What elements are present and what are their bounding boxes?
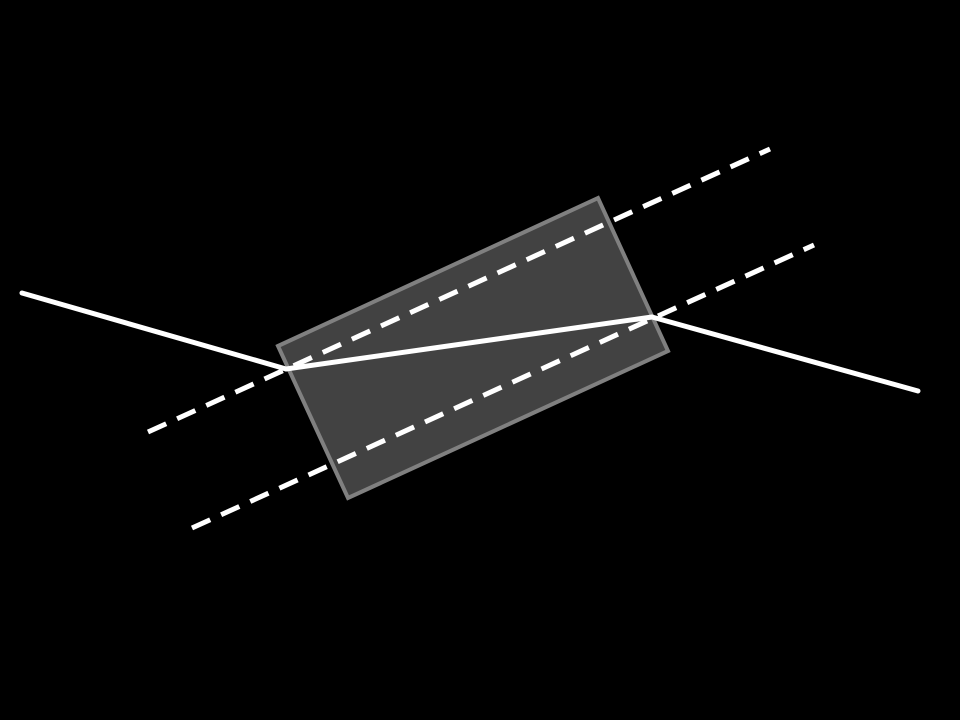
normal-line-upper	[146, 146, 772, 435]
refracted-ray	[283, 314, 655, 372]
glass-slab	[275, 195, 671, 501]
emergent-ray	[649, 314, 921, 394]
incident-ray	[19, 290, 289, 372]
normal-line-lower	[190, 242, 816, 531]
